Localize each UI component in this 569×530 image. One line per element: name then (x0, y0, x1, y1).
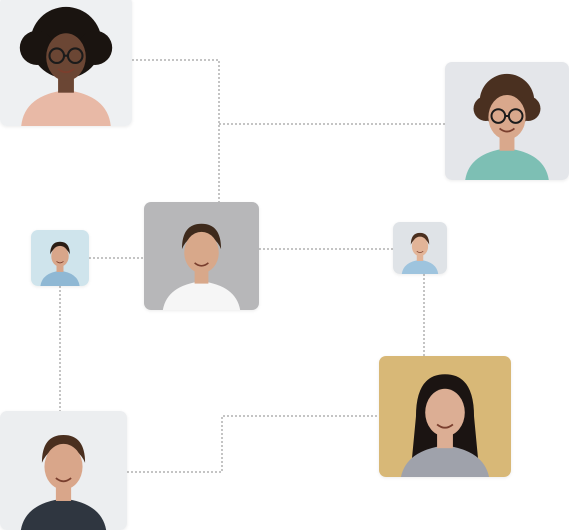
profile-card[interactable] (445, 62, 569, 180)
profile-card[interactable] (393, 222, 447, 274)
profile-card[interactable] (31, 230, 89, 286)
person-photo-icon (379, 356, 511, 477)
connector-p7-p6 (127, 415, 379, 473)
person-photo-icon (31, 230, 89, 286)
person-photo-icon (393, 222, 447, 274)
person-photo-icon (0, 411, 127, 530)
person-photo-icon (144, 202, 259, 310)
connector-p1-p3 (132, 59, 220, 202)
person-photo-icon (445, 62, 569, 180)
profile-card[interactable] (0, 0, 132, 126)
profile-card[interactable] (0, 411, 127, 530)
profile-card[interactable] (144, 202, 259, 310)
person-photo-icon (0, 0, 132, 126)
profile-card[interactable] (379, 356, 511, 477)
